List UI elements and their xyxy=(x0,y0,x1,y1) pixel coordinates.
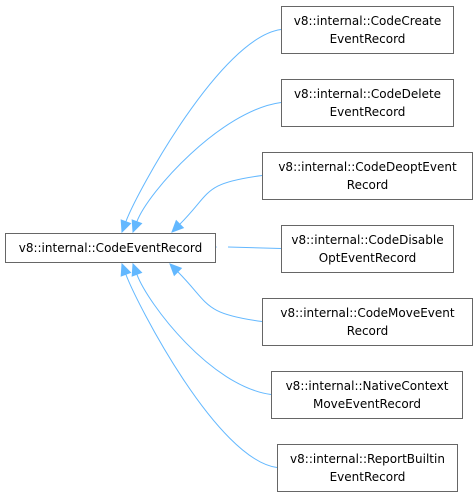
edge-code-create-event-record xyxy=(125,29,282,222)
node-code-disable-opt-event-record-label-line-2: OptEventRecord xyxy=(319,251,417,265)
node-code-create-event-record-label-line-2: EventRecord xyxy=(330,32,406,46)
node-code-disable-opt-event-record-box xyxy=(281,225,454,273)
edge-code-delete-event-record xyxy=(136,102,282,222)
node-code-deopt-event-record-box xyxy=(262,152,473,200)
node-code-deopt-event-record-label-line-1: v8::internal::CodeDeoptEvent xyxy=(278,160,457,174)
arrowhead-code-deopt-event-record xyxy=(171,219,185,233)
arrowhead-native-context-move-event-record xyxy=(131,262,143,277)
node-native-context-move-event-record-label-line-1: v8::internal::NativeContext xyxy=(286,379,449,393)
node-code-event-record[interactable]: v8::internal::CodeEventRecord xyxy=(5,233,216,263)
node-native-context-move-event-record[interactable]: v8::internal::NativeContextMoveEventReco… xyxy=(271,371,463,419)
node-code-delete-event-record-label-line-1: v8::internal::CodeDelete xyxy=(294,87,441,101)
arrowhead-code-create-event-record xyxy=(120,219,132,234)
node-code-create-event-record-box xyxy=(281,6,454,54)
node-report-builtin-event-record-label-line-1: v8::internal::ReportBuiltin xyxy=(290,452,445,466)
edge-report-builtin-event-record xyxy=(125,274,278,468)
nodes-layer: v8::internal::CodeEventRecordv8::interna… xyxy=(5,6,473,492)
node-report-builtin-event-record-label-line-2: EventRecord xyxy=(330,470,406,484)
arrowhead-code-move-event-record xyxy=(169,263,183,277)
edge-native-context-move-event-record xyxy=(136,274,272,395)
node-code-disable-opt-event-record-label-line-1: v8::internal::CodeDisable xyxy=(291,233,443,247)
node-code-move-event-record-box xyxy=(262,298,473,346)
node-code-event-record-label-line-1: v8::internal::CodeEventRecord xyxy=(19,241,203,255)
arrowhead-report-builtin-event-record xyxy=(120,262,132,277)
node-native-context-move-event-record-box xyxy=(271,371,463,419)
node-native-context-move-event-record-label-line-2: MoveEventRecord xyxy=(313,397,421,411)
edge-code-disable-opt-event-record xyxy=(227,246,282,249)
node-code-event-record-box xyxy=(5,233,216,263)
node-code-delete-event-record-label-line-2: EventRecord xyxy=(330,105,406,119)
edge-code-deopt-event-record xyxy=(179,175,263,225)
arrowhead-code-delete-event-record xyxy=(131,219,143,234)
node-report-builtin-event-record-box xyxy=(277,444,458,492)
node-code-move-event-record-label-line-1: v8::internal::CodeMoveEvent xyxy=(280,306,455,320)
node-code-delete-event-record-box xyxy=(281,79,454,127)
node-code-create-event-record-label-line-1: v8::internal::CodeCreate xyxy=(294,14,442,28)
edge-code-move-event-record xyxy=(177,271,263,322)
node-code-move-event-record-label-line-2: Record xyxy=(347,324,388,338)
node-code-deopt-event-record-label-line-2: Record xyxy=(347,178,388,192)
